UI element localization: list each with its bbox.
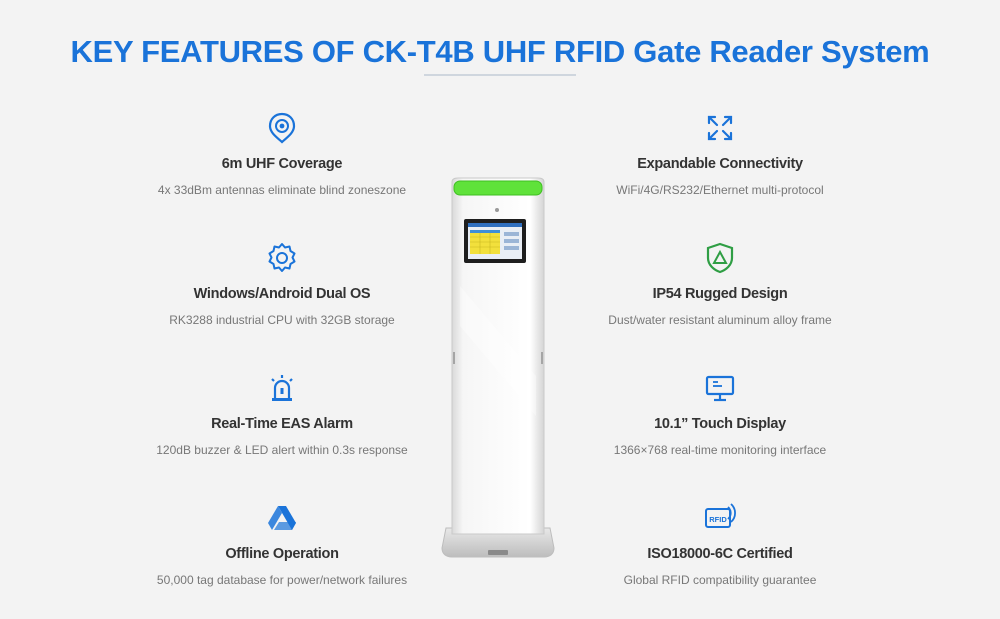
side-clip-right bbox=[541, 352, 543, 364]
alarm-siren-icon bbox=[271, 375, 293, 401]
feature-description: 120dB buzzer & LED alert within 0.3s res… bbox=[156, 443, 408, 457]
feature-title: 6m UHF Coverage bbox=[221, 156, 343, 172]
feature-offline: Offline Operation 50,000 tag database fo… bbox=[112, 501, 452, 587]
feature-description: WiFi/4G/RS232/Ethernet multi-protocol bbox=[616, 183, 824, 197]
side-clip-left bbox=[453, 352, 455, 364]
feature-description: 4x 33dBm antennas eliminate blind zonesz… bbox=[157, 183, 407, 197]
feature-connectivity: Expandable Connectivity WiFi/4G/RS232/Et… bbox=[550, 111, 890, 197]
feature-description: Dust/water resistant aluminum alloy fram… bbox=[608, 313, 832, 327]
feature-title: IP54 Rugged Design bbox=[652, 286, 788, 302]
feature-dual-os: Windows/Android Dual OS RK3288 industria… bbox=[112, 241, 452, 327]
monitor-touch-icon bbox=[705, 375, 735, 402]
camera-icon bbox=[495, 208, 499, 212]
led-indicator-strip bbox=[453, 180, 543, 196]
rfid-tag-icon: RFID bbox=[705, 503, 736, 528]
feature-ip54: IP54 Rugged Design Dust/water resistant … bbox=[550, 241, 890, 327]
feature-uhf-coverage: 6m UHF Coverage 4x 33dBm antennas elimin… bbox=[112, 111, 452, 197]
feature-title: ISO18000-6C Certified bbox=[647, 546, 793, 562]
coverage-target-icon bbox=[268, 112, 296, 144]
rfid-badge-text: RFID bbox=[709, 515, 727, 524]
gear-os-icon bbox=[268, 243, 296, 272]
title-underline bbox=[424, 74, 576, 76]
feature-description: 50,000 tag database for power/network fa… bbox=[156, 573, 408, 587]
feature-title: Real-Time EAS Alarm bbox=[211, 416, 353, 432]
feature-touch-display: 10.1” Touch Display 1366×768 real-time m… bbox=[550, 371, 890, 457]
base-connector bbox=[488, 550, 508, 555]
page-title: KEY FEATURES OF CK-T4B UHF RFID Gate Rea… bbox=[70, 34, 930, 69]
gate-base bbox=[441, 527, 555, 558]
feature-description: Global RFID compatibility guarantee bbox=[623, 573, 817, 587]
feature-description: RK3288 industrial CPU with 32GB storage bbox=[169, 313, 395, 327]
feature-description: 1366×768 real-time monitoring interface bbox=[613, 443, 827, 457]
feature-iso-certified: RFID ISO18000-6C Certified Global RFID c… bbox=[550, 501, 890, 587]
shield-icon bbox=[706, 242, 734, 274]
offline-drive-icon bbox=[268, 506, 296, 530]
rfid-gate-device bbox=[441, 177, 555, 558]
feature-title: Offline Operation bbox=[225, 546, 339, 562]
feature-eas-alarm: Real-Time EAS Alarm 120dB buzzer & LED a… bbox=[112, 371, 452, 457]
gate-body bbox=[451, 177, 545, 535]
expand-arrows-icon bbox=[707, 115, 733, 141]
feature-title: 10.1” Touch Display bbox=[654, 416, 786, 432]
feature-title: Expandable Connectivity bbox=[637, 156, 803, 172]
feature-title: Windows/Android Dual OS bbox=[193, 286, 371, 302]
